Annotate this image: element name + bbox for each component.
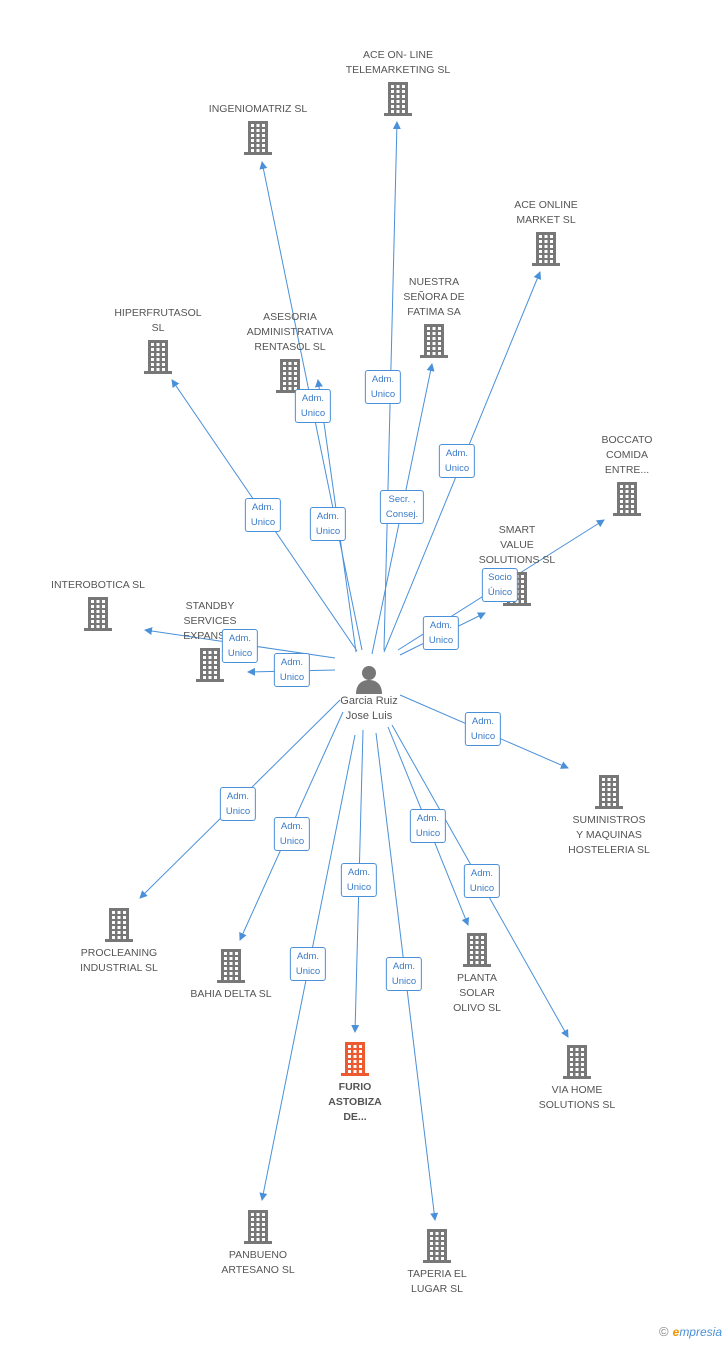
company-node-procleaning[interactable]: PROCLEANING INDUSTRIAL SL (59, 908, 179, 976)
building-icon (423, 1229, 451, 1263)
relation-badge-nuestra-senora[interactable]: Secr. , Consej. (379, 490, 425, 524)
company-name: SMART VALUE SOLUTIONS SL (478, 524, 556, 566)
building-icon (384, 82, 412, 116)
company-name: TAPERIA EL LUGAR SL (407, 1268, 467, 1295)
company-name: INTEROBOTICA SL (51, 579, 145, 591)
company-node-taperia[interactable]: TAPERIA EL LUGAR SL (377, 1229, 497, 1297)
company-node-hiperfrutasol[interactable]: HIPERFRUTASOL SL (98, 306, 218, 374)
person-name: Garcia Ruiz Jose Luis (340, 695, 398, 722)
brand-logo: © empresia (659, 1324, 722, 1339)
relation-badge-via-home[interactable]: Adm. Unico (463, 864, 501, 898)
company-name: NUESTRA SEÑORA DE FATIMA SA (403, 276, 465, 318)
relation-badge-hiperfrutasol[interactable]: Adm. Unico (244, 498, 282, 532)
relation-badge-panbueno[interactable]: Adm. Unico (289, 947, 327, 981)
relation-badge-ingeniomatriz[interactable]: Adm. Unico (294, 389, 332, 423)
building-icon (84, 597, 112, 631)
building-icon (613, 482, 641, 516)
building-icon (420, 324, 448, 358)
person-icon (356, 666, 382, 694)
building-icon (341, 1042, 369, 1076)
relation-badge-bahia-delta[interactable]: Adm. Unico (273, 817, 311, 851)
company-node-bahia-delta[interactable]: BAHIA DELTA SL (171, 949, 291, 1002)
company-name: FURIO ASTOBIZA DE... (328, 1081, 382, 1123)
company-node-standby[interactable]: STANDBY SERVICES EXPANSI... (150, 599, 270, 682)
company-node-nuestra-senora[interactable]: NUESTRA SEÑORA DE FATIMA SA (374, 275, 494, 358)
relation-badge-furio[interactable]: Adm. Unico (340, 863, 378, 897)
building-icon (217, 949, 245, 983)
company-node-furio[interactable]: FURIO ASTOBIZA DE... (295, 1042, 415, 1125)
company-name: SUMINISTROS Y MAQUINAS HOSTELERIA SL (568, 814, 650, 856)
company-node-planta-solar[interactable]: PLANTA SOLAR OLIVO SL (417, 933, 537, 1016)
relation-badge-standby[interactable]: Adm. Unico (273, 653, 311, 687)
relation-badge-boccato[interactable]: Socio Único (481, 568, 519, 602)
building-icon (196, 648, 224, 682)
relation-badge-suministros[interactable]: Adm. Unico (464, 712, 502, 746)
building-icon (276, 359, 304, 393)
company-name: BOCCATO COMIDA ENTRE... (601, 434, 653, 476)
company-name: ACE ONLINE MARKET SL (514, 199, 578, 226)
company-name: PLANTA SOLAR OLIVO SL (453, 972, 501, 1014)
company-node-panbueno[interactable]: PANBUENO ARTESANO SL (198, 1210, 318, 1278)
relation-badge-interobotica[interactable]: Adm. Unico (221, 629, 259, 663)
building-icon (563, 1045, 591, 1079)
relation-badge-asesoria[interactable]: Adm. Unico (309, 507, 347, 541)
company-node-ace-online-market[interactable]: ACE ONLINE MARKET SL (486, 198, 606, 266)
company-name: PROCLEANING INDUSTRIAL SL (80, 947, 158, 974)
relation-badge-ace-on-line[interactable]: Adm. Unico (364, 370, 402, 404)
relation-badge-ace-online-market[interactable]: Adm. Unico (438, 444, 476, 478)
company-node-via-home[interactable]: VIA HOME SOLUTIONS SL (517, 1045, 637, 1113)
building-icon (244, 1210, 272, 1244)
company-name: ACE ON- LINE TELEMARKETING SL (345, 49, 451, 76)
brand-name: mpresia (679, 1324, 722, 1339)
company-name: HIPERFRUTASOL SL (114, 307, 202, 334)
building-icon (105, 908, 133, 942)
relation-badge-smart-value[interactable]: Adm. Unico (422, 616, 460, 650)
company-name: BAHIA DELTA SL (190, 988, 272, 1000)
company-name: INGENIOMATRIZ SL (208, 103, 308, 115)
person-node[interactable]: Garcia Ruiz Jose Luis (309, 664, 429, 724)
company-node-interobotica[interactable]: INTEROBOTICA SL (38, 578, 158, 631)
building-icon (244, 121, 272, 155)
relation-badge-taperia[interactable]: Adm. Unico (385, 957, 423, 991)
company-name: ASESORIA ADMINISTRATIVA RENTASOL SL (246, 311, 334, 353)
copyright-icon: © (659, 1324, 669, 1339)
company-node-ingeniomatriz[interactable]: INGENIOMATRIZ SL (198, 102, 318, 155)
brand-initial: e (672, 1324, 680, 1339)
company-node-boccato[interactable]: BOCCATO COMIDA ENTRE... (567, 433, 687, 516)
relation-badge-planta-solar[interactable]: Adm. Unico (409, 809, 447, 843)
building-icon (144, 340, 172, 374)
building-icon (532, 232, 560, 266)
company-node-asesoria[interactable]: ASESORIA ADMINISTRATIVA RENTASOL SL (230, 310, 350, 393)
company-name: VIA HOME SOLUTIONS SL (538, 1084, 616, 1111)
company-node-suministros[interactable]: SUMINISTROS Y MAQUINAS HOSTELERIA SL (549, 775, 669, 858)
company-node-ace-on-line[interactable]: ACE ON- LINE TELEMARKETING SL (338, 48, 458, 116)
relation-badge-procleaning[interactable]: Adm. Unico (219, 787, 257, 821)
company-name: PANBUENO ARTESANO SL (221, 1249, 295, 1276)
building-icon (463, 933, 491, 967)
building-icon (595, 775, 623, 809)
